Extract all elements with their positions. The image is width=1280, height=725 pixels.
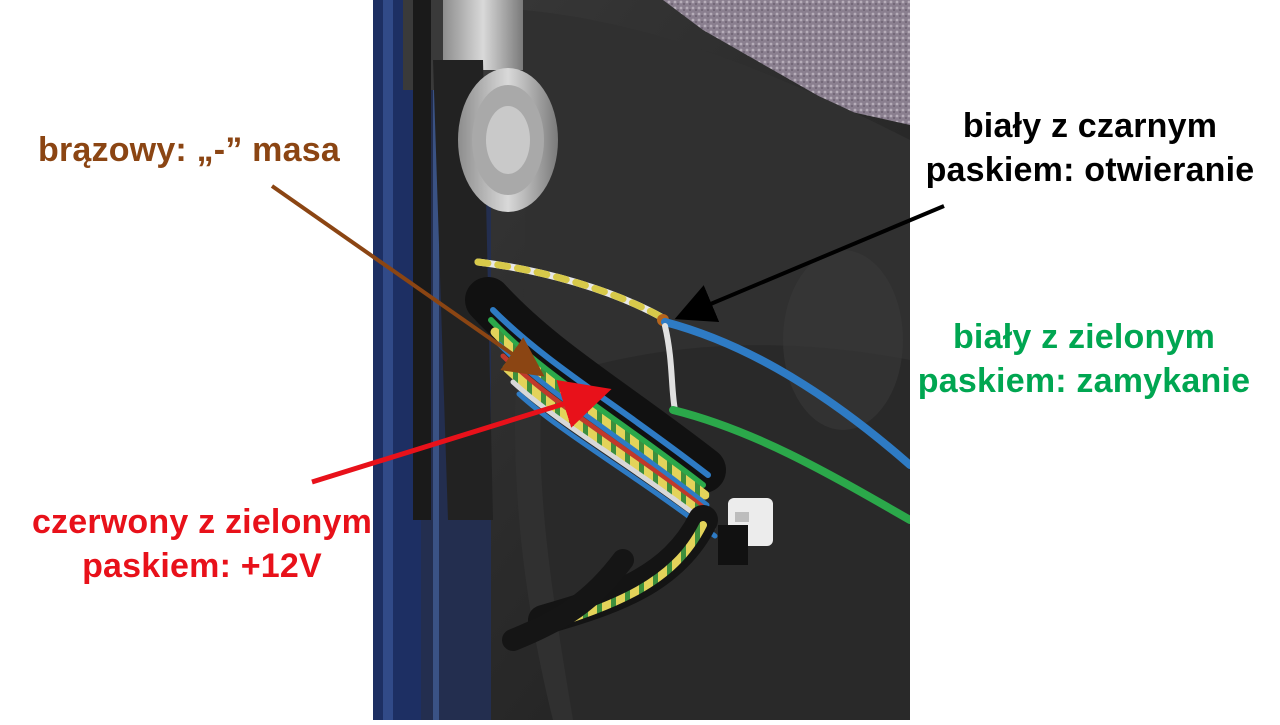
open-wire-label-line1: biały z czarnym [962,107,1218,145]
close-wire-label: biały z zielonym paskiem: zamykanie [906,315,1262,403]
ground-wire-label-text: brązowy: „-” masa [38,131,340,169]
power-wire-label-line2: paskiem: +12V [82,547,322,585]
power-wire-label-line1: czerwony z zielonym [31,503,373,541]
open-wire-label: biały z czarnym paskiem: otwieranie [908,104,1272,192]
power-wire-label: czerwony z zielonym paskiem: +12V [18,500,386,588]
close-wire-label-line1: biały z zielonym [952,318,1216,356]
open-wire-label-line2: paskiem: otwieranie [925,151,1255,189]
ground-wire-label: brązowy: „-” masa [38,128,340,172]
close-wire-label-line2: paskiem: zamykanie [917,362,1251,400]
wiring-photo [373,0,910,720]
